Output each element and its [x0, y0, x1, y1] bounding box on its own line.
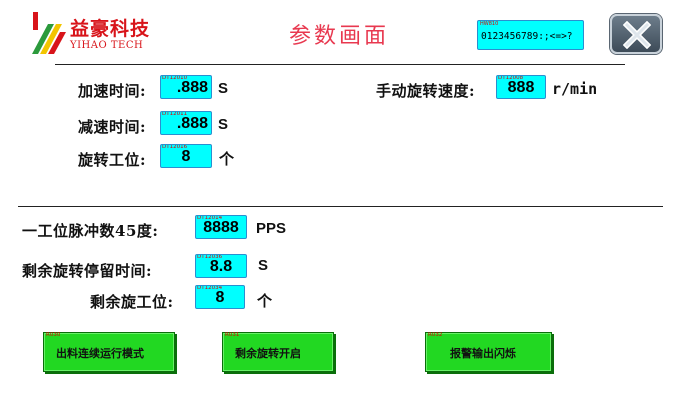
- rem-station-unit: 个: [257, 292, 273, 310]
- accel-time-value: .888: [176, 79, 208, 96]
- manual-speed-value: 888: [507, 79, 535, 96]
- decel-time-unit: S: [218, 116, 229, 133]
- rem-station-input[interactable]: DT12034 8: [195, 285, 245, 309]
- pulse-45-address: DT12014: [197, 215, 223, 221]
- rot-station-label: 旋转工位:: [78, 151, 147, 169]
- rot-station-input[interactable]: DT12016 8: [160, 144, 212, 168]
- manual-speed-label: 手动旋转速度:: [376, 82, 476, 100]
- accel-time-label: 加速时间:: [78, 82, 147, 100]
- continuous-mode-label: 出料连续运行模式: [56, 347, 144, 360]
- rot-station-unit: 个: [219, 150, 235, 168]
- text-display-value: 0123456789:;<=>?: [481, 31, 573, 42]
- dwell-time-input[interactable]: DT12036 8.8: [195, 254, 247, 278]
- pulse-45-input[interactable]: DT12014 8888: [195, 215, 247, 239]
- continuous-mode-address: R030: [46, 332, 61, 338]
- rot-station-address: DT12016: [162, 144, 188, 150]
- rem-station-address: DT12034: [197, 285, 223, 291]
- pulse-45-label: 一工位脉冲数45度:: [22, 222, 159, 240]
- dwell-time-unit: S: [258, 257, 269, 274]
- close-x-icon: [623, 21, 651, 49]
- rem-station-label: 剩余旋工位:: [90, 293, 174, 311]
- pulse-45-value: 8888: [203, 219, 239, 236]
- decel-time-input[interactable]: DT12011 .888: [160, 111, 212, 135]
- rot-station-value: 8: [181, 148, 191, 165]
- alarm-flash-button[interactable]: R032 报警输出闪烁: [425, 332, 552, 372]
- accel-time-input[interactable]: DT12010 .888: [160, 75, 212, 99]
- remaining-rotation-label: 剩余旋转开启: [235, 347, 301, 360]
- decel-time-label: 减速时间:: [78, 118, 147, 136]
- accel-time-address: DT12010: [162, 75, 188, 81]
- header-divider: [55, 64, 625, 65]
- logo-text-cn: 益豪科技: [70, 18, 151, 40]
- rem-station-value: 8: [215, 289, 225, 306]
- dwell-time-label: 剩余旋转停留时间:: [22, 262, 153, 280]
- alarm-flash-label: 报警输出闪烁: [450, 347, 516, 360]
- section-divider: [18, 206, 663, 207]
- dwell-time-value: 8.8: [209, 258, 233, 275]
- logo-text-en: YIHAO TECH: [70, 40, 144, 51]
- close-button[interactable]: [610, 14, 662, 54]
- manual-speed-input[interactable]: DT12008 888: [496, 75, 546, 99]
- dwell-time-address: DT12036: [197, 254, 223, 260]
- remaining-rotation-button[interactable]: R031 剩余旋转开启: [222, 332, 334, 372]
- manual-speed-address: DT12008: [498, 75, 524, 81]
- company-logo: 益豪科技 YIHAO TECH: [30, 12, 180, 58]
- alarm-flash-address: R032: [428, 332, 443, 338]
- page-title: 参数画面: [289, 24, 390, 49]
- pulse-45-unit: PPS: [256, 220, 287, 237]
- text-display-box: HW810 0123456789:;<=>?: [477, 20, 584, 50]
- remaining-rotation-address: R031: [225, 332, 240, 338]
- decel-time-address: DT12011: [162, 111, 188, 117]
- decel-time-value: .888: [176, 115, 208, 132]
- accel-time-unit: S: [218, 80, 229, 97]
- yihao-logo-icon: [32, 12, 66, 54]
- manual-speed-unit: r/min: [552, 80, 598, 98]
- continuous-mode-button[interactable]: R030 出料连续运行模式: [43, 332, 175, 372]
- text-display-address: HW810: [480, 21, 499, 27]
